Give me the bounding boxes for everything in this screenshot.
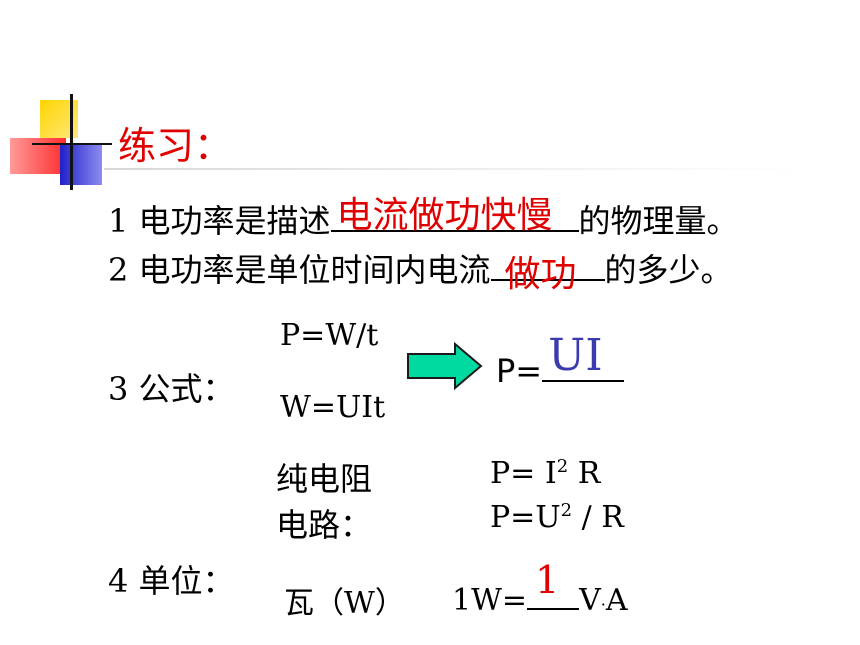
slide-title: 练习： xyxy=(118,124,233,168)
decor-vertical-line xyxy=(70,94,73,190)
eq-blank: 1 xyxy=(527,558,580,610)
f2-exp: 2 xyxy=(560,500,573,521)
q1-blank: 电流做功快慢 xyxy=(330,195,579,236)
f1-exp: 2 xyxy=(556,456,569,477)
question-2: 2 电功率是单位时间内电流做功的多少。 xyxy=(108,245,733,295)
eq-suffix-v: V xyxy=(579,583,601,618)
q3-label: 3 公式： xyxy=(108,370,235,408)
q1-prefix: 1 电功率是描述 xyxy=(108,202,331,240)
formula-power: P=W/t xyxy=(280,318,379,353)
f2-suffix: / R xyxy=(572,500,624,535)
unit-watt: 瓦（W） xyxy=(284,586,405,621)
f1-prefix: P= I xyxy=(490,456,557,491)
result-prefix: P= xyxy=(496,352,543,390)
arrow-right-icon xyxy=(407,342,483,390)
formula-u2r: P=U2 / R xyxy=(490,500,624,535)
q2-blank: 做功 xyxy=(490,249,605,295)
formula-work: W=UIt xyxy=(280,390,386,425)
f1-suffix: R xyxy=(568,456,601,491)
f2-prefix: P=U xyxy=(490,500,561,535)
q1-suffix: 的物理量。 xyxy=(578,202,739,240)
q2-answer: 做功 xyxy=(504,254,577,295)
formula-i2r: P= I2 R xyxy=(490,456,600,491)
decor-blue-square xyxy=(60,145,102,185)
result-formula: P=UI xyxy=(496,330,625,390)
q1-answer: 电流做功快慢 xyxy=(336,195,553,236)
eq-suffix-a: A xyxy=(605,583,628,618)
pure-resistance-label-1: 纯电阻 xyxy=(276,460,373,498)
eq-answer: 1 xyxy=(535,558,560,602)
pure-resistance-label-2: 电路： xyxy=(276,506,373,544)
q4-label: 4 单位： xyxy=(108,562,235,600)
eq-prefix: 1W= xyxy=(452,583,528,618)
result-blank: UI xyxy=(542,330,625,382)
q2-prefix: 2 电功率是单位时间内电流 xyxy=(108,251,491,289)
result-answer: UI xyxy=(548,330,603,381)
question-1: 1 电功率是描述电流做功快慢的物理量。 xyxy=(108,195,739,242)
q2-suffix: 的多少。 xyxy=(604,251,733,289)
decor-horizontal-line xyxy=(32,143,112,145)
eq-dot: · xyxy=(600,595,606,614)
title-divider xyxy=(104,168,804,170)
